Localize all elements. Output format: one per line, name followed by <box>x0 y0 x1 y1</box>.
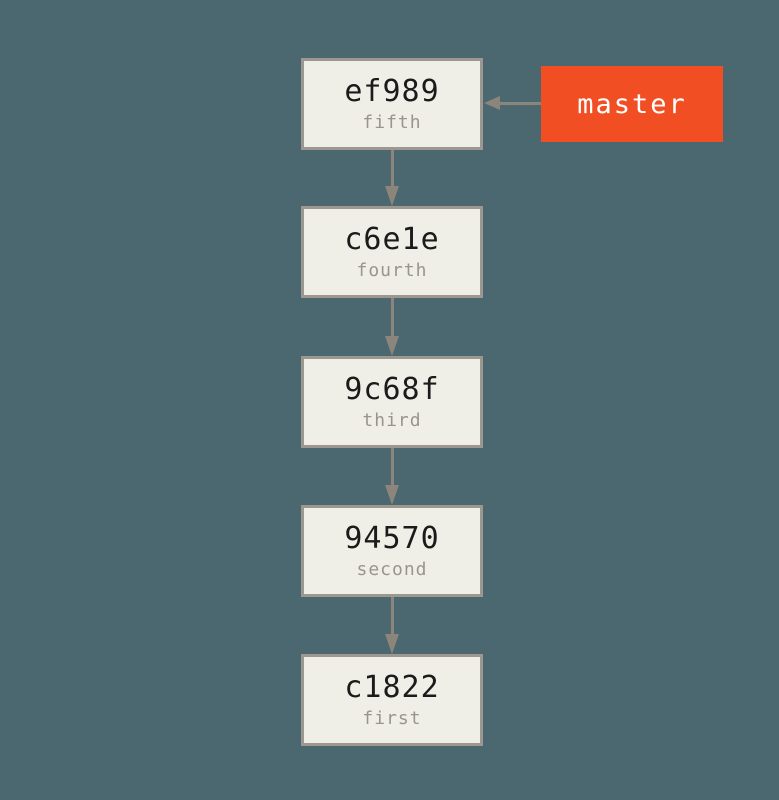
arrow-head-down-icon <box>385 485 399 505</box>
arrow-head-down-icon <box>385 186 399 206</box>
commit-hash: c6e1e <box>344 221 440 257</box>
arrow-line <box>390 448 394 488</box>
arrow-head-down-icon <box>385 336 399 356</box>
branch-label-master: master <box>541 66 723 142</box>
commit-hash: 94570 <box>344 520 440 556</box>
parent-arrow-icon <box>382 298 402 356</box>
commit-message: fourth <box>356 259 428 281</box>
arrow-line <box>390 298 394 339</box>
arrow-head-left-icon <box>484 96 500 110</box>
commit-message: third <box>362 409 422 431</box>
commit-node-fifth: ef989 fifth <box>301 58 483 150</box>
arrow-line <box>390 150 394 189</box>
arrow-head-down-icon <box>385 634 399 654</box>
parent-arrow-icon <box>382 150 402 206</box>
commit-hash: c1822 <box>344 669 440 705</box>
commit-node-fourth: c6e1e fourth <box>301 206 483 298</box>
arrow-line <box>498 101 541 105</box>
parent-arrow-icon <box>382 448 402 505</box>
commit-message: second <box>356 558 428 580</box>
commit-node-second: 94570 second <box>301 505 483 597</box>
commit-node-third: 9c68f third <box>301 356 483 448</box>
commit-hash: ef989 <box>344 73 440 109</box>
commit-message: fifth <box>362 111 422 133</box>
branch-pointer-arrow-icon <box>484 96 541 110</box>
parent-arrow-icon <box>382 597 402 654</box>
commit-node-first: c1822 first <box>301 654 483 746</box>
commit-message: first <box>362 707 422 729</box>
commit-hash: 9c68f <box>344 371 440 407</box>
arrow-line <box>390 597 394 637</box>
